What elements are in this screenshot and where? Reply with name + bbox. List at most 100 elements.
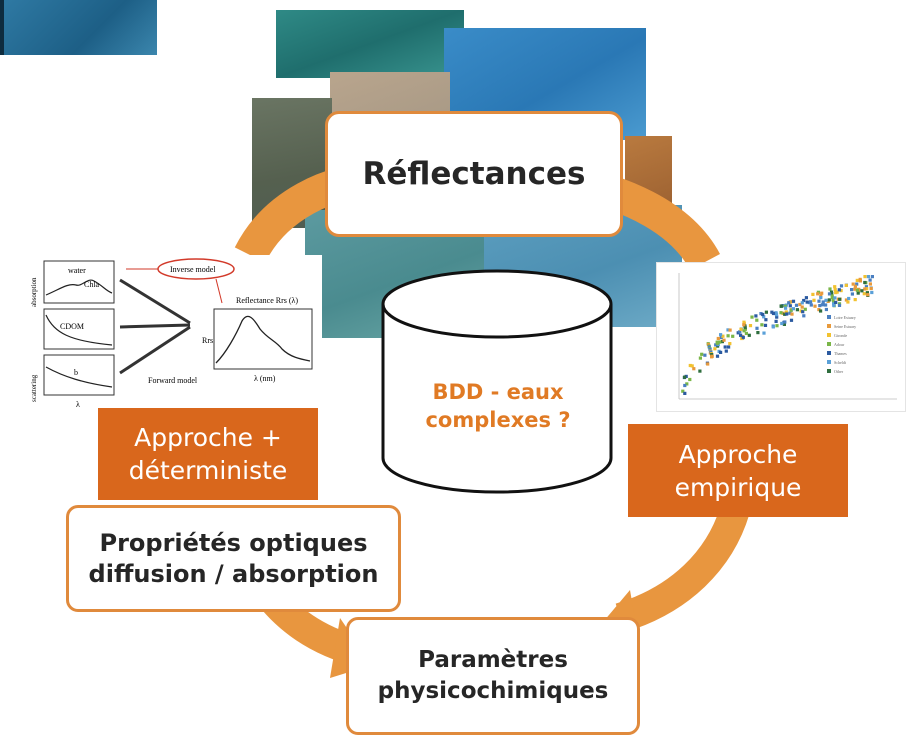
cdom-label: CDOM	[60, 322, 84, 331]
scatter-point	[831, 298, 835, 302]
scatter-point	[756, 331, 760, 335]
scatter-point	[759, 312, 763, 316]
scatter-point	[716, 344, 720, 348]
scatter-point	[698, 356, 702, 360]
scatter-point	[802, 298, 806, 303]
scatter-point	[714, 343, 718, 347]
scatter-point	[724, 349, 728, 353]
scatter-point	[742, 323, 746, 327]
scatter-point	[802, 314, 806, 318]
scatter-point	[790, 312, 794, 316]
legend-entry: Seine Estuary	[834, 324, 856, 329]
scatter-point	[870, 290, 874, 295]
scatter-point	[784, 306, 788, 310]
scatter-point	[794, 303, 799, 307]
scatter-point	[817, 308, 821, 312]
scatter-point	[830, 295, 834, 300]
legend-entry: Loire Estuary	[834, 315, 856, 320]
scatter-point	[762, 331, 766, 335]
scatter-point	[719, 350, 723, 354]
scatter-point	[827, 292, 832, 296]
scatter-point	[764, 318, 768, 322]
scatter-point	[755, 318, 759, 322]
scatter-point	[785, 312, 789, 316]
scatter-point	[715, 341, 719, 345]
scatter-point	[683, 391, 687, 395]
empirical-approach-box: Approche empirique	[628, 424, 848, 517]
scatter-point	[800, 301, 804, 305]
scatter-point	[865, 287, 869, 291]
scatter-point	[832, 303, 836, 307]
scatter-point	[791, 299, 796, 303]
scatter-point	[781, 311, 785, 315]
scatter-point	[783, 312, 787, 316]
scatter-point	[870, 275, 874, 279]
scatter-point	[731, 334, 735, 338]
legend-swatch	[827, 351, 831, 355]
scatter-point	[828, 287, 832, 291]
scatter-point	[824, 307, 828, 312]
scatter-point	[716, 336, 720, 341]
scatter-point	[860, 289, 864, 293]
scatter-point	[868, 282, 872, 286]
scatter-point	[703, 353, 707, 357]
scatter-point	[692, 367, 696, 371]
legend-entry: Adour	[834, 342, 845, 347]
scatter-point	[788, 311, 792, 315]
legend-swatch	[827, 333, 831, 337]
scatter-point	[837, 303, 842, 307]
scatter-point	[827, 298, 831, 302]
scatter-point	[718, 340, 722, 344]
scatter-point	[681, 389, 685, 393]
scatter-point	[834, 300, 838, 304]
scatter-point	[791, 307, 795, 311]
scatter-point	[803, 307, 807, 311]
scatter-point	[789, 308, 793, 312]
deterministic-approach-box: Approche + déterministe	[98, 408, 318, 500]
scatter-point	[771, 325, 775, 329]
scatter-point	[690, 364, 694, 368]
scatter-point	[779, 311, 783, 315]
reflectance-label: Reflectance Rrs (λ)	[236, 296, 298, 305]
model-figure-svg: water Chla CDOM b absorption scattering …	[30, 258, 313, 409]
scatter-point	[833, 285, 837, 289]
scatter-point	[851, 282, 855, 286]
scatter-point	[719, 333, 723, 337]
scatter-point	[812, 298, 816, 302]
scatter-point	[866, 293, 870, 297]
scatter-point	[868, 278, 872, 282]
scatter-point	[838, 297, 842, 301]
legend-swatch	[827, 342, 831, 346]
scatter-point	[783, 320, 787, 324]
scatter-point	[855, 282, 859, 286]
scatter-point	[818, 304, 822, 308]
scatter-point	[850, 292, 854, 296]
scattering-axis: scattering	[30, 374, 38, 402]
scatter-point	[743, 327, 747, 331]
inverse-model-label: Inverse model	[170, 265, 216, 274]
scatter-point	[801, 310, 805, 314]
scatter-point	[847, 296, 851, 301]
scatter-point	[846, 300, 850, 304]
scatter-point	[788, 304, 792, 308]
scatter-point	[837, 302, 842, 306]
scatter-point	[744, 331, 748, 335]
optical-properties-box: Propriétés optiques diffusion / absorpti…	[66, 505, 401, 612]
lambda-bottom: λ	[76, 400, 80, 409]
scatter-point	[834, 291, 838, 295]
scatter-point	[789, 318, 794, 322]
scatter-point	[741, 335, 745, 339]
legend-swatch	[827, 360, 831, 364]
scatter-point	[862, 292, 866, 296]
scatter-point	[760, 323, 764, 327]
scatter-point	[700, 352, 704, 356]
scatter-point	[706, 362, 710, 366]
water-photo-beige	[330, 72, 450, 117]
scatter-point	[736, 331, 740, 335]
scatter-point	[728, 342, 732, 346]
scatter-point	[805, 300, 809, 304]
scatter-point	[833, 288, 837, 292]
scatter-point	[804, 296, 808, 300]
